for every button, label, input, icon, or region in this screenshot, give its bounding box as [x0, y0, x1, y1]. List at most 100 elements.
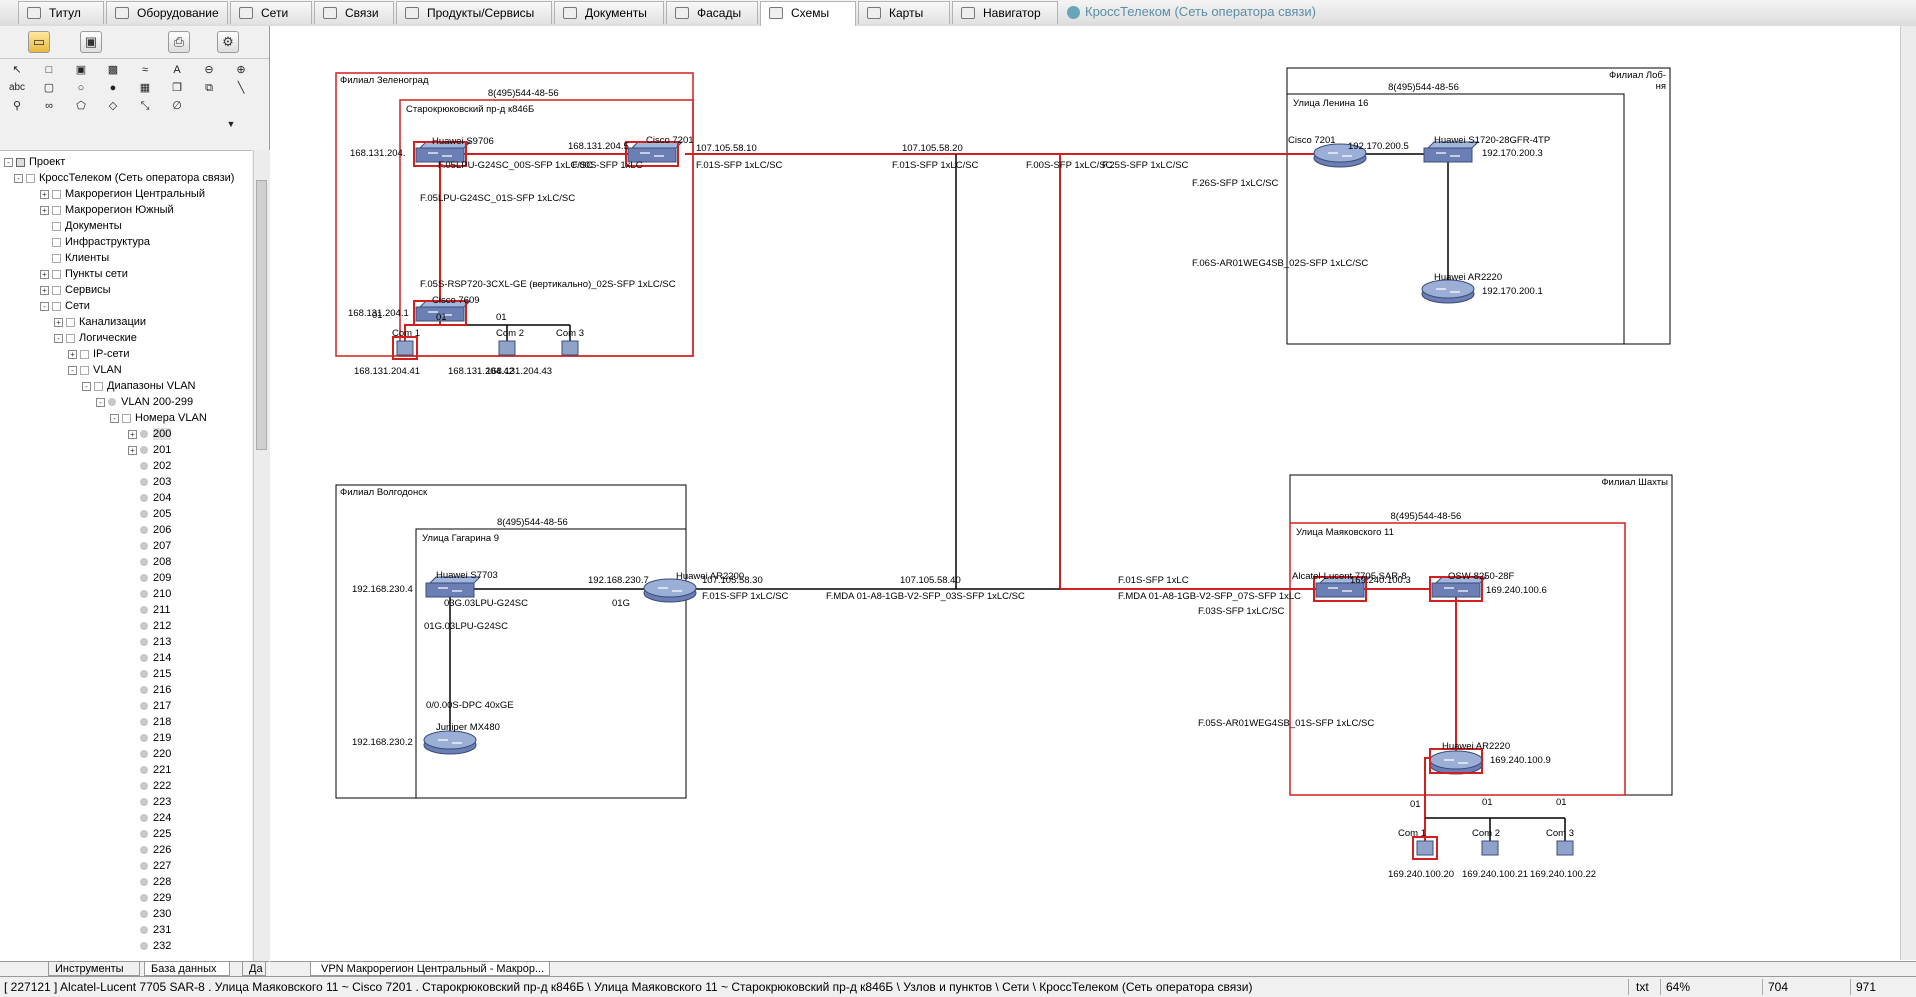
- tree-item[interactable]: 222: [128, 779, 171, 793]
- node-checkbox[interactable]: [52, 269, 61, 279]
- node-checkbox[interactable]: [122, 413, 131, 423]
- tree-item[interactable]: 209: [128, 571, 171, 585]
- tab-documents[interactable]: Документы: [554, 1, 664, 24]
- open-folder-icon[interactable]: ▭: [28, 31, 50, 53]
- tree-item[interactable]: 204: [128, 491, 171, 505]
- tree-item[interactable]: Инфраструктура: [40, 235, 150, 249]
- tab-data[interactable]: Да: [242, 962, 266, 976]
- expand-icon[interactable]: +: [40, 189, 49, 199]
- expand-icon[interactable]: +: [40, 205, 49, 215]
- tree-item[interactable]: 206: [128, 523, 171, 537]
- layers-icon[interactable]: ❐: [172, 82, 182, 94]
- settings-icon[interactable]: ⚙: [217, 31, 239, 53]
- tree-item[interactable]: 210: [128, 587, 171, 601]
- tree-item[interactable]: +200: [128, 427, 172, 441]
- tree-item[interactable]: 227: [128, 859, 171, 873]
- tab-database[interactable]: База данных: [144, 962, 230, 976]
- tree-item[interactable]: -Номера VLAN: [110, 411, 207, 425]
- frame-icon[interactable]: ▣: [75, 64, 87, 76]
- node-checkbox[interactable]: [80, 365, 89, 375]
- collapse-icon[interactable]: -: [110, 413, 119, 423]
- tab-products[interactable]: Продукты/Сервисы: [396, 1, 552, 24]
- grid-icon[interactable]: ▦: [139, 82, 151, 94]
- node-checkbox[interactable]: [52, 253, 61, 263]
- tab-networks[interactable]: Сети: [230, 1, 312, 24]
- tab-facades[interactable]: Фасады: [666, 1, 758, 24]
- node-checkbox[interactable]: [52, 285, 61, 295]
- expand-icon[interactable]: +: [40, 269, 49, 279]
- tree-item[interactable]: 213: [128, 635, 171, 649]
- tab-title[interactable]: Титул: [18, 1, 104, 24]
- tree-item[interactable]: 220: [128, 747, 171, 761]
- tree-item[interactable]: 223: [128, 795, 171, 809]
- expand-icon[interactable]: +: [128, 445, 137, 455]
- rounded-rect-icon[interactable]: ▢: [43, 82, 55, 94]
- tree-item[interactable]: 208: [128, 555, 171, 569]
- tree-item[interactable]: 218: [128, 715, 171, 729]
- tree-item[interactable]: 203: [128, 475, 171, 489]
- tree-item[interactable]: +Макрорегион Центральный: [40, 187, 205, 201]
- resize-icon[interactable]: ⤡: [140, 100, 150, 112]
- tree-item[interactable]: 228: [128, 875, 171, 889]
- tree-item[interactable]: -VLAN 200-299: [96, 395, 193, 409]
- scroll-thumb[interactable]: [256, 180, 267, 450]
- tree-item[interactable]: 216: [128, 683, 171, 697]
- tab-equipment[interactable]: Оборудование: [106, 1, 228, 24]
- tree-item[interactable]: 202: [128, 459, 171, 473]
- circle-icon[interactable]: ○: [77, 82, 85, 94]
- copy-icon[interactable]: ⧉: [205, 82, 213, 94]
- tree-item[interactable]: 229: [128, 891, 171, 905]
- tree-item[interactable]: 231: [128, 923, 171, 937]
- tree-item[interactable]: 219: [128, 731, 171, 745]
- tree-item[interactable]: +Макрорегион Южный: [40, 203, 174, 217]
- rect-select-icon[interactable]: □: [45, 64, 53, 76]
- tree-item[interactable]: 205: [128, 507, 171, 521]
- node-checkbox[interactable]: [52, 189, 61, 199]
- node-checkbox[interactable]: [52, 205, 61, 215]
- tree-item[interactable]: 211: [128, 603, 171, 617]
- tree-item[interactable]: -Логические: [54, 331, 137, 345]
- collapse-icon[interactable]: -: [54, 333, 63, 343]
- tab-vpn-scheme[interactable]: VPN Макрорегион Центральный - Макрор... …: [310, 962, 550, 976]
- project-tree[interactable]: -Проект -КроссТелеком (Сеть оператора свя…: [0, 150, 252, 963]
- save-icon[interactable]: ▣: [80, 31, 102, 53]
- expand-icon[interactable]: +: [40, 285, 49, 295]
- route-icon[interactable]: ≈: [141, 64, 149, 76]
- chevron-down-icon[interactable]: ▼: [547, 965, 549, 974]
- tree-item[interactable]: 212: [128, 619, 171, 633]
- diamond-icon[interactable]: ◇: [108, 100, 118, 112]
- tree-item[interactable]: 221: [128, 763, 171, 777]
- chevron-down-icon[interactable]: ▼: [226, 119, 236, 129]
- tree-item[interactable]: 224: [128, 811, 171, 825]
- expand-icon[interactable]: +: [54, 317, 63, 327]
- collapse-icon[interactable]: -: [96, 397, 105, 407]
- collapse-icon[interactable]: -: [40, 301, 49, 311]
- tree-item[interactable]: -Проект: [4, 155, 65, 169]
- tree-item[interactable]: +IP-сети: [68, 347, 130, 361]
- expand-icon[interactable]: +: [128, 429, 137, 439]
- collapse-icon[interactable]: -: [68, 365, 77, 375]
- tree-item[interactable]: 215: [128, 667, 171, 681]
- filled-circle-icon[interactable]: ●: [109, 82, 117, 94]
- tab-navigator[interactable]: Навигатор: [952, 1, 1058, 24]
- tree-item[interactable]: 207: [128, 539, 171, 553]
- node-checkbox[interactable]: [52, 221, 61, 231]
- tree-item[interactable]: -Диапазоны VLAN: [82, 379, 195, 393]
- tree-item[interactable]: +Пункты сети: [40, 267, 128, 281]
- expand-icon[interactable]: +: [68, 349, 77, 359]
- zoom-in-icon[interactable]: ⊕: [236, 64, 246, 76]
- tree-item[interactable]: +Канализации: [54, 315, 146, 329]
- tree-item[interactable]: 232: [128, 939, 171, 953]
- link-icon[interactable]: ∞: [45, 100, 53, 112]
- tab-links[interactable]: Связи: [314, 1, 394, 24]
- tree-item[interactable]: Клиенты: [40, 251, 109, 265]
- tree-item[interactable]: -КроссТелеком (Сеть оператора связи): [14, 171, 234, 185]
- polygon-icon[interactable]: ⬠: [76, 100, 86, 112]
- pin-icon[interactable]: ⚲: [12, 100, 22, 112]
- zoom-out-icon[interactable]: ⊖: [204, 64, 214, 76]
- tab-maps[interactable]: Карты: [858, 1, 950, 24]
- tree-item[interactable]: -Сети: [40, 299, 90, 313]
- tree-item[interactable]: +Сервисы: [40, 283, 111, 297]
- node-checkbox[interactable]: [26, 173, 35, 183]
